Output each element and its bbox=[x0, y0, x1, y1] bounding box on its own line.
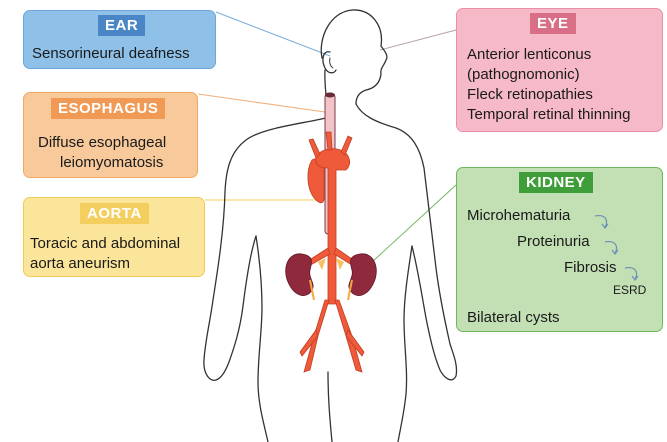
esophagus-box: ESOPHAGUS Diffuse esophageal leiomyomato… bbox=[23, 92, 198, 178]
eye-box: EYE Anterior lenticonus (pathognomonic) … bbox=[456, 8, 663, 132]
kidney-tag: KIDNEY bbox=[519, 172, 593, 193]
eye-text-line: Fleck retinopathies bbox=[467, 85, 593, 105]
curved-arrow-icon bbox=[593, 212, 615, 232]
eye-text-line: (pathognomonic) bbox=[467, 65, 580, 85]
kidney-leader-line bbox=[372, 185, 456, 262]
ear-text: Sensorineural deafness bbox=[32, 44, 190, 64]
ear-box: EAR Sensorineural deafness bbox=[23, 10, 216, 69]
curved-arrow-icon bbox=[603, 238, 625, 258]
esophagus-text-line: Diffuse esophageal bbox=[38, 133, 166, 153]
esophagus-leader-line bbox=[198, 94, 325, 112]
ear-tag: EAR bbox=[98, 15, 145, 36]
curved-arrow-icon bbox=[623, 264, 645, 284]
esophagus-text-line: leiomyomatosis bbox=[60, 153, 163, 173]
kidney-right-organ bbox=[349, 254, 376, 296]
ear-leader-line bbox=[216, 12, 330, 56]
eye-tag: EYE bbox=[530, 13, 576, 34]
kidney-step-fibrosis: Fibrosis bbox=[564, 259, 617, 276]
eye-leader-line bbox=[380, 30, 456, 50]
eye-text-line: Anterior lenticonus bbox=[467, 45, 591, 65]
aorta-box: AORTA Toracic and abdominal aorta aneuri… bbox=[23, 197, 205, 277]
eye-text-line: Temporal retinal thinning bbox=[467, 105, 630, 125]
aorta-organ bbox=[300, 132, 364, 372]
esophagus-tag: ESOPHAGUS bbox=[51, 98, 165, 119]
aorta-text-line: Toracic and abdominal bbox=[30, 234, 180, 254]
aorta-text-line: aorta aneurism bbox=[30, 254, 130, 274]
kidney-step-proteinuria: Proteinuria bbox=[517, 233, 590, 250]
kidney-step-esrd: ESRD bbox=[613, 283, 646, 297]
kidney-box: KIDNEY Microhematuria Proteinuria Fibros… bbox=[456, 167, 663, 332]
kidney-step-microhematuria: Microhematuria bbox=[467, 207, 570, 224]
kidney-cysts-text: Bilateral cysts bbox=[467, 309, 560, 326]
aorta-tag: AORTA bbox=[80, 203, 149, 224]
kidney-left-organ bbox=[286, 254, 313, 296]
esophagus-opening bbox=[325, 93, 335, 98]
